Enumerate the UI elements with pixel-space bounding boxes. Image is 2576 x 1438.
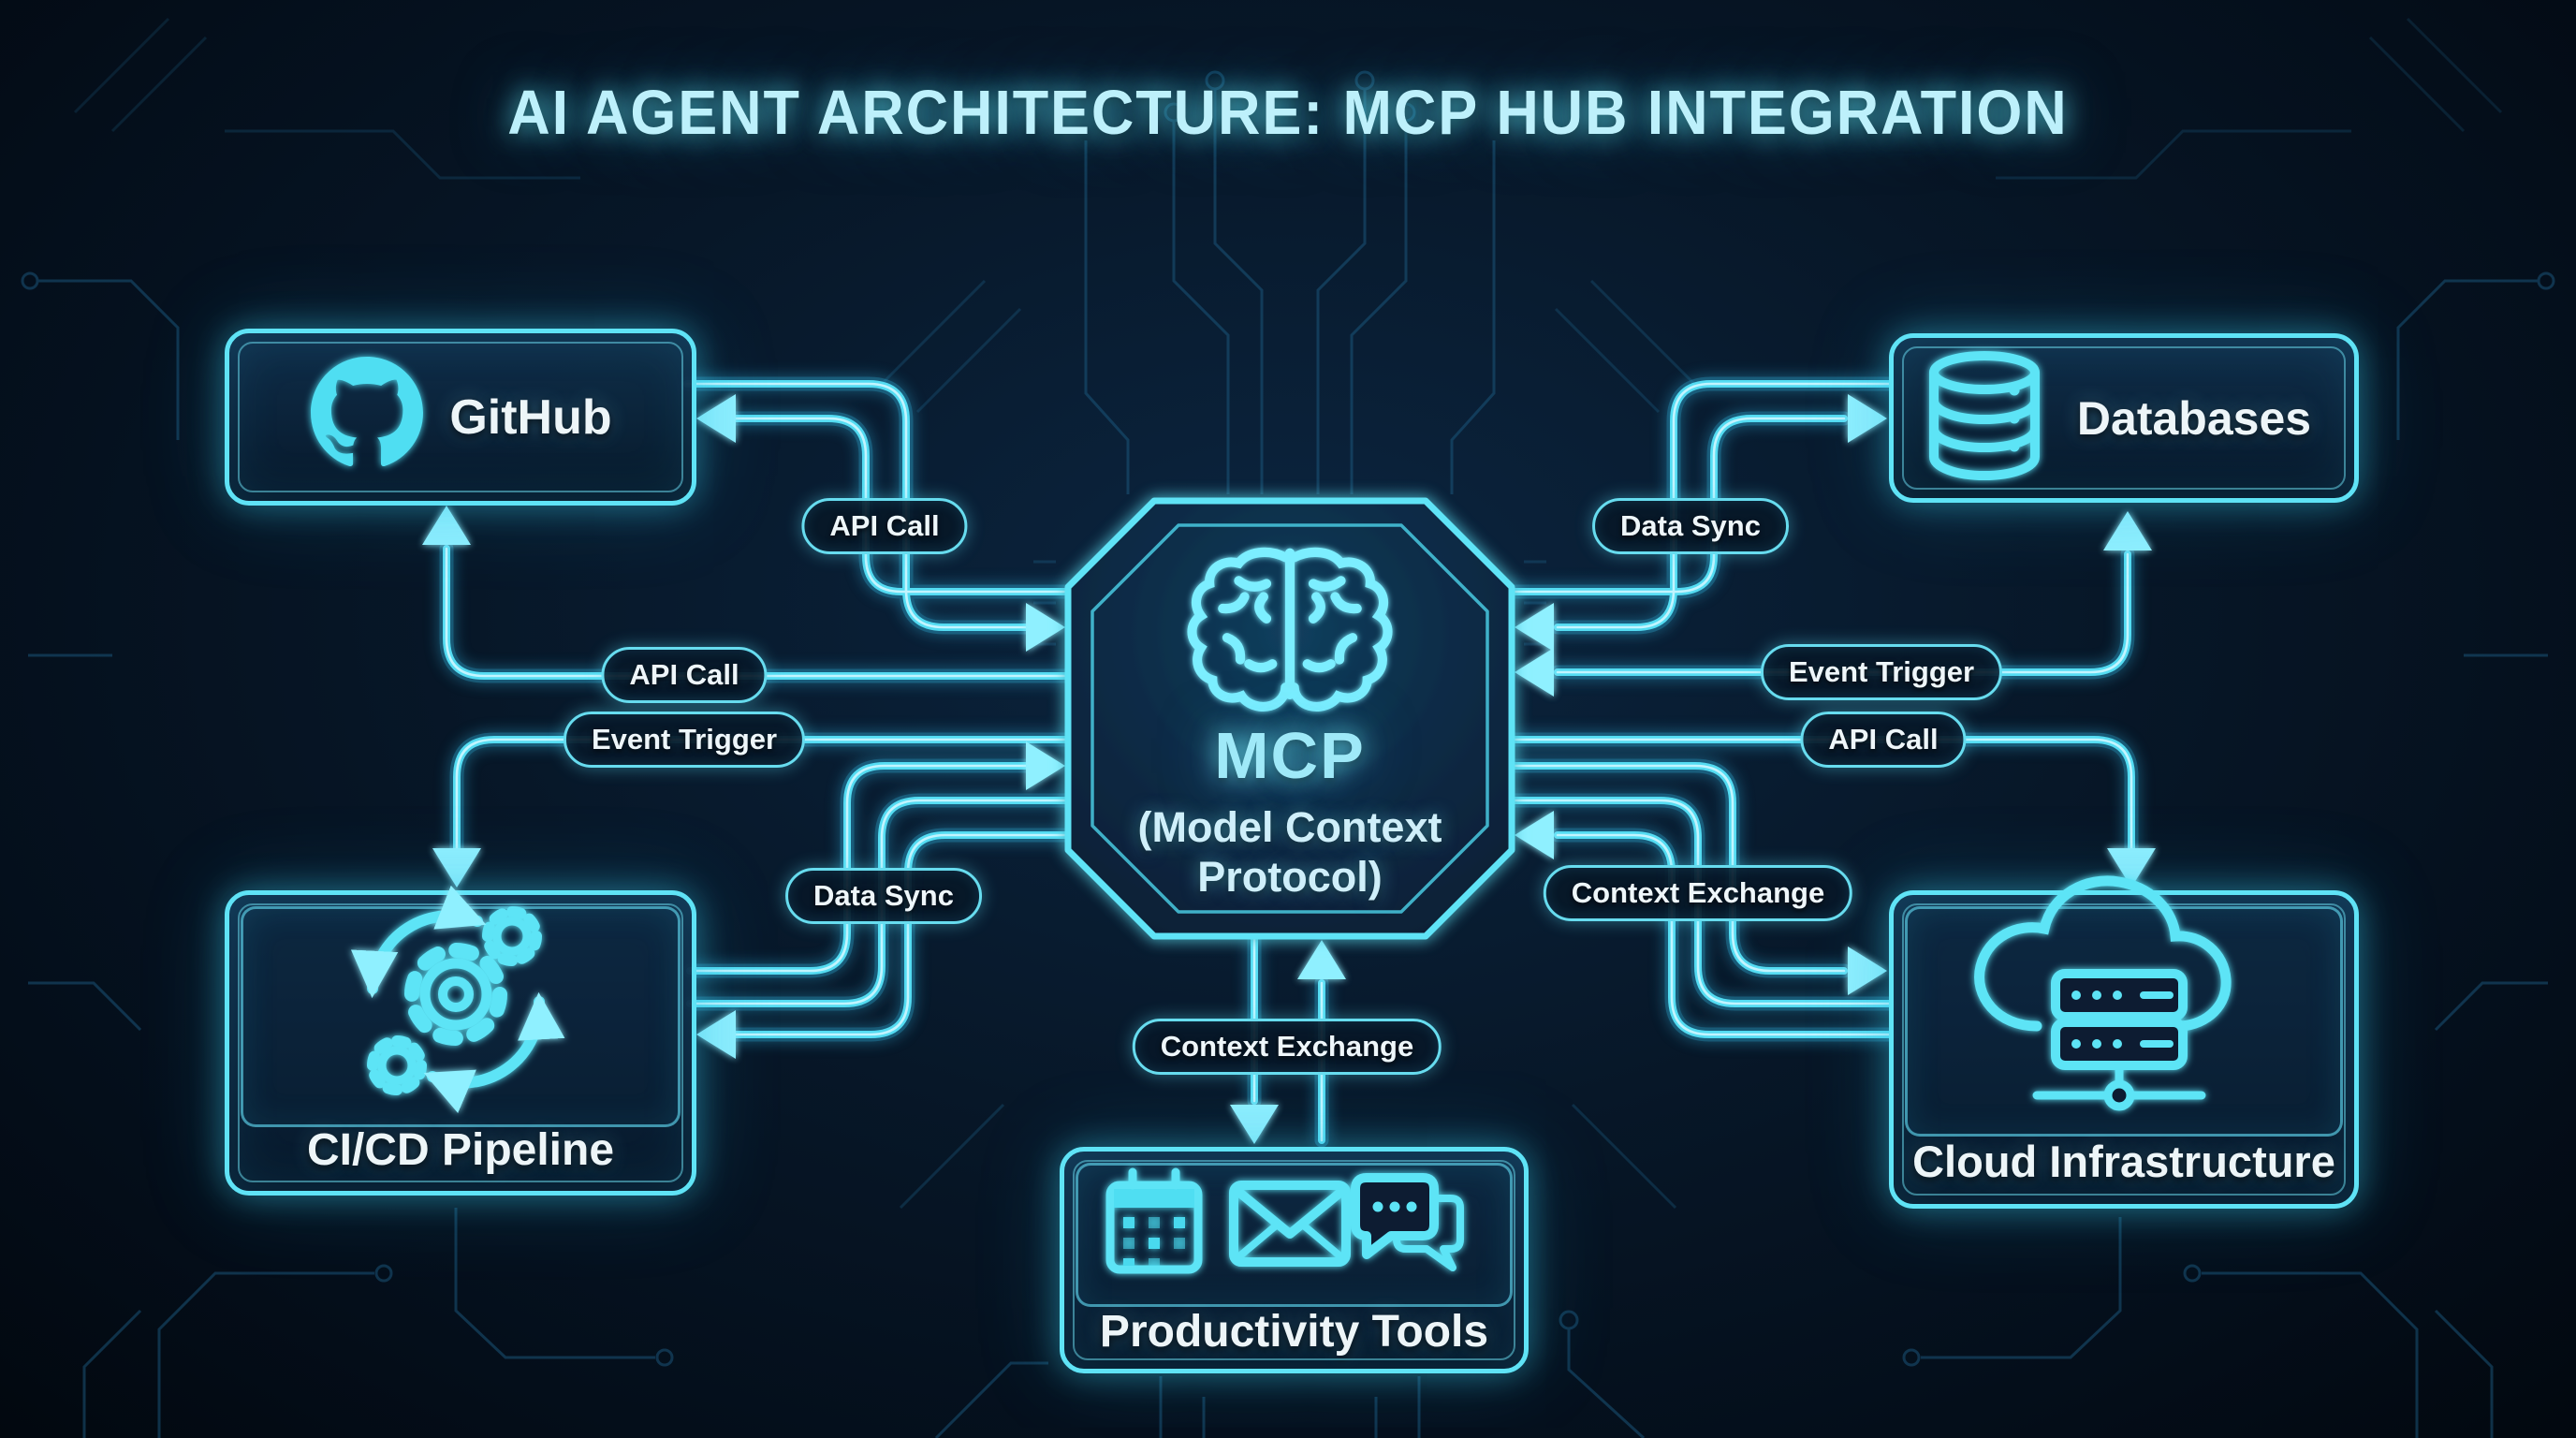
hub-name: MCP [1214,719,1366,792]
edge-label-data-sync-left: Data Sync [785,868,982,924]
productivity-icon-panel [1076,1163,1513,1307]
node-cicd: CI/CD Pipeline [225,890,696,1196]
cicd-label: CI/CD Pipeline [306,1125,615,1175]
databases-label: Databases [2076,391,2312,445]
node-cloud: Cloud Infrastructure [1889,890,2359,1209]
edge-label-context-exchange-right: Context Exchange [1543,865,1853,921]
cloud-icon-panel [1905,906,2343,1137]
hub-subtitle-line1: (Model Context [1137,803,1442,851]
productivity-label: Productivity Tools [1099,1307,1489,1357]
edge-label-api-call-right: API Call [1800,712,1967,768]
cloud-label: Cloud Infrastructure [1912,1137,2335,1186]
edge-label-event-trigger-left: Event Trigger [563,712,806,768]
edge-label-api-call-mid-left: API Call [601,647,768,703]
node-productivity: Productivity Tools [1060,1147,1529,1373]
edge-label-api-call-top-left: API Call [801,498,968,554]
github-label: GitHub [449,389,612,445]
edge-label-event-trigger-right: Event Trigger [1760,644,2003,700]
edge-label-data-sync-right: Data Sync [1592,498,1789,554]
node-databases: Databases [1889,333,2359,503]
node-github: GitHub [225,329,696,506]
page-title: AI AGENT ARCHITECTURE: MCP HUB INTEGRATI… [507,78,2069,148]
mcp-hub-text: MCP (Model Context Protocol) [1068,501,1512,936]
edge-label-context-exchange-bottom: Context Exchange [1132,1019,1442,1075]
cicd-icon-panel [241,906,681,1127]
hub-subtitle-line2: Protocol) [1197,853,1383,902]
